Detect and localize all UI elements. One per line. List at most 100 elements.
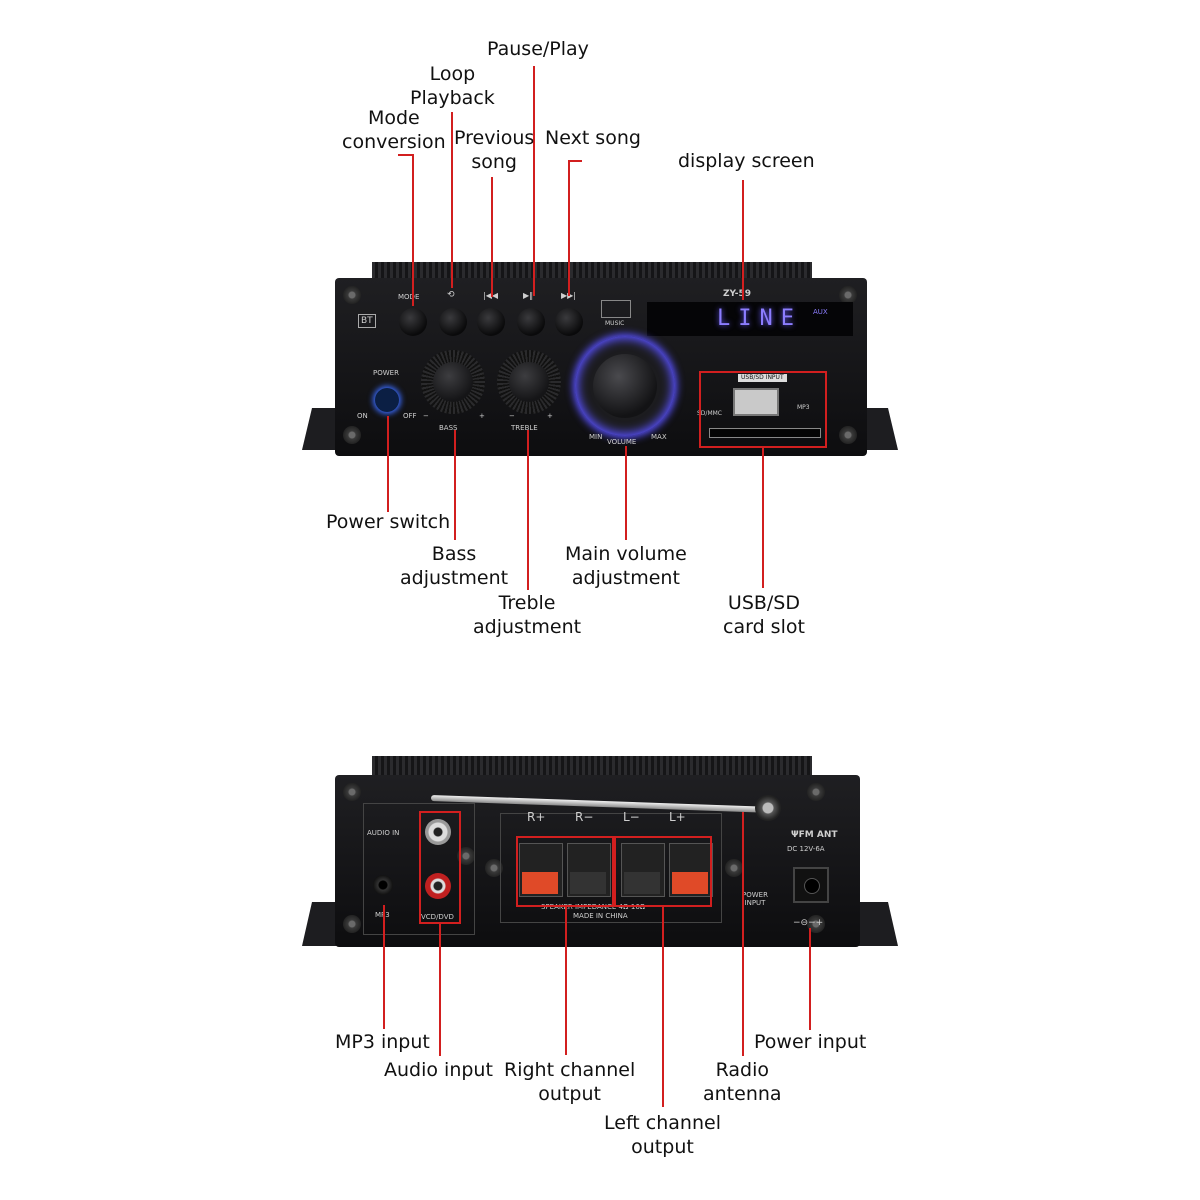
bass-minus: − xyxy=(423,412,429,420)
usb-port[interactable] xyxy=(733,388,779,416)
screw-icon xyxy=(343,426,361,444)
play-pause-icon: ▶‖ xyxy=(523,291,534,300)
treble-minus: − xyxy=(509,412,515,420)
display-screen: LINE AUX xyxy=(647,302,853,336)
mode-text: MODE xyxy=(398,293,420,301)
label-power-input: Power input xyxy=(754,1031,867,1053)
loop-icon: ⟲ xyxy=(447,290,455,300)
dc-power-jack[interactable] xyxy=(793,867,829,903)
dc-polarity-icon: −⊖−+ xyxy=(793,918,824,928)
audio-input-highlight xyxy=(419,811,461,924)
screw-icon xyxy=(343,915,361,933)
callout-line-previous xyxy=(491,177,493,297)
callout-line-antenna xyxy=(742,812,744,1056)
power-switch-button[interactable] xyxy=(375,388,399,412)
back-panel: AUDIO IN MP3 VCD/DVD R+ R− L− L+ SPEAKER… xyxy=(335,775,860,947)
sd-card-slot[interactable] xyxy=(709,428,821,438)
audio-in-text: AUDIO IN xyxy=(367,829,400,837)
right-channel-highlight xyxy=(516,836,614,907)
volume-text: VOLUME xyxy=(607,438,637,446)
callout-line-mp3 xyxy=(383,905,385,1029)
front-heatsink xyxy=(372,262,812,282)
fm-ant-text: ΨFM ANT xyxy=(791,830,838,840)
callout-line-treble xyxy=(527,430,529,590)
screw-icon xyxy=(485,859,503,877)
treble-text: TREBLE xyxy=(511,424,538,432)
front-panel: BT MODE ⟲ |◀◀ ▶‖ ▶▶| MUSIC ZY-59 LINE AU… xyxy=(335,278,867,456)
mp3-text: MP3 xyxy=(375,911,390,919)
dc-text: DC 12V-6A xyxy=(787,845,825,853)
volume-knob[interactable] xyxy=(575,336,675,436)
off-text: OFF xyxy=(403,412,417,420)
bass-text: BASS xyxy=(439,424,458,432)
screw-icon xyxy=(343,783,361,801)
antenna-icon: Ψ xyxy=(791,830,799,840)
loop-button[interactable] xyxy=(439,308,467,336)
screw-icon xyxy=(457,847,475,865)
label-audio-input: Audio input xyxy=(384,1059,493,1081)
audio-in-frame xyxy=(363,803,475,935)
callout-line-right-channel xyxy=(565,907,567,1055)
terminal-r-minus[interactable] xyxy=(567,843,611,897)
antenna-connector[interactable] xyxy=(755,795,781,821)
callout-line-pause xyxy=(533,66,535,296)
previous-icon: |◀◀ xyxy=(483,292,498,300)
label-power-switch: Power switch xyxy=(326,511,451,533)
label-mp3-input: MP3 input xyxy=(335,1031,430,1053)
treble-knob[interactable] xyxy=(497,350,561,414)
made-in-text: MADE IN CHINA xyxy=(573,912,628,920)
callout-line-next-hook xyxy=(568,160,582,162)
usb-sd-highlight xyxy=(699,371,827,448)
display-aux: AUX xyxy=(813,308,828,316)
screw-icon xyxy=(807,915,825,933)
mode-button[interactable] xyxy=(399,308,427,336)
terminal-l-plus[interactable] xyxy=(669,843,713,897)
callout-line-display xyxy=(742,180,744,300)
screw-icon xyxy=(839,426,857,444)
bass-knob[interactable] xyxy=(421,350,485,414)
play-pause-button[interactable] xyxy=(517,308,545,336)
back-heatsink xyxy=(372,756,812,778)
left-channel-highlight xyxy=(614,836,712,907)
on-text: ON xyxy=(357,412,368,420)
speaker-terminal-frame xyxy=(500,813,722,923)
next-button[interactable] xyxy=(555,308,583,336)
rca-red-jack[interactable] xyxy=(425,873,451,899)
terminal-r-plus[interactable] xyxy=(519,843,563,897)
label-next-song: Next song xyxy=(545,127,641,149)
power-input-text: POWER INPUT xyxy=(742,891,768,907)
callout-line-left-channel xyxy=(662,907,664,1107)
callout-line-power xyxy=(387,416,389,512)
r-minus-text: R− xyxy=(575,810,594,824)
bass-plus: + xyxy=(479,412,485,420)
volume-min: MIN xyxy=(589,433,603,441)
terminal-l-minus[interactable] xyxy=(621,843,665,897)
antenna-rod[interactable] xyxy=(430,795,771,813)
callout-line-power-input xyxy=(809,928,811,1030)
r-plus-text: R+ xyxy=(527,810,546,824)
callout-line-usb xyxy=(762,448,764,588)
l-minus-text: L− xyxy=(623,810,640,824)
callout-line-loop xyxy=(451,112,453,288)
previous-button[interactable] xyxy=(477,308,505,336)
screw-icon xyxy=(807,783,825,801)
screw-icon xyxy=(725,859,743,877)
bt-icon: BT xyxy=(358,314,376,328)
screw-icon xyxy=(839,286,857,304)
bt-play-icon xyxy=(601,300,631,318)
music-text: MUSIC xyxy=(605,320,625,327)
mp3-jack[interactable] xyxy=(373,875,393,895)
callout-line-next xyxy=(568,160,570,296)
volume-max: MAX xyxy=(651,433,667,441)
sd-mmc-text: SD/MMC xyxy=(697,410,722,417)
rca-white-jack[interactable] xyxy=(425,819,451,845)
